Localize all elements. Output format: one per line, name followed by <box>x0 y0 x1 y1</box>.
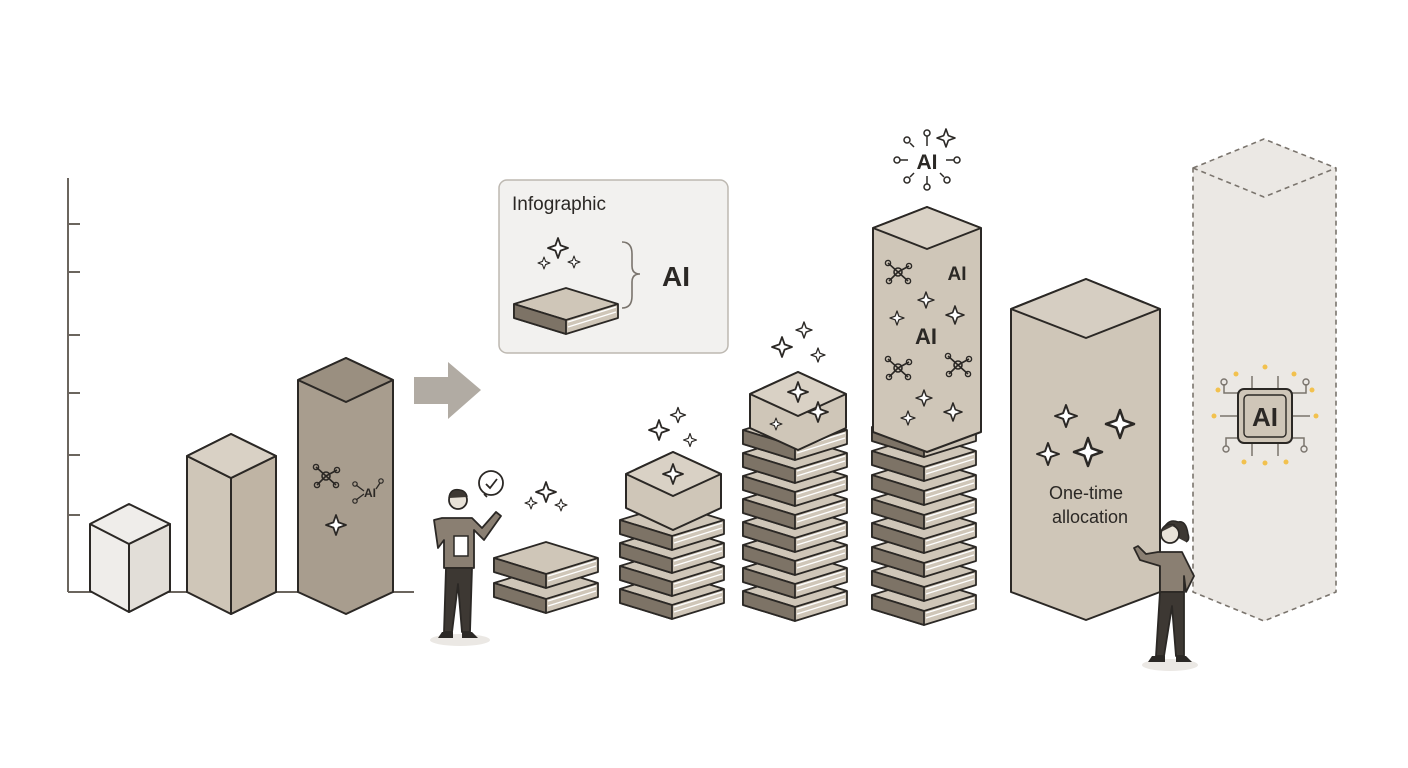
sparkle-icon <box>554 498 568 512</box>
tower-label-line1: One-time <box>1049 483 1123 503</box>
sparkle-icon <box>810 347 826 363</box>
ai-crown-icon: AI <box>893 128 961 191</box>
chip-icon: AI <box>1211 364 1319 466</box>
infographic-legend-box: Infographic AI <box>498 179 729 354</box>
chip-ai-label: AI <box>1252 402 1278 432</box>
stack-2-cube <box>625 451 722 531</box>
ghost-ai-tower: AI <box>1192 138 1337 622</box>
crown-ai-label: AI <box>917 151 938 174</box>
bar-3-ai-badge: AI <box>364 486 376 500</box>
person-woman-icon <box>1133 520 1198 671</box>
legend-ai-label: AI <box>662 261 690 292</box>
book-stack-1 <box>493 541 599 614</box>
sparkle-icon <box>669 406 687 424</box>
sparkle-icon <box>648 419 670 441</box>
bar-3-prism: AI <box>297 357 394 615</box>
stack-3-cube <box>749 371 847 451</box>
ai-tower-block: AI AI <box>872 206 982 453</box>
person-man-icon <box>430 470 504 646</box>
sparkle-icon <box>524 496 538 510</box>
network-icon <box>352 478 384 504</box>
sparkle-icon <box>535 481 557 503</box>
legend-title: Infographic <box>512 194 606 215</box>
sparkle-icon <box>795 321 813 339</box>
arrow-icon <box>414 362 481 419</box>
bar-1-cube <box>89 503 171 613</box>
book-stack-2 <box>619 406 725 620</box>
sparkle-icon <box>682 432 698 448</box>
tower-ai-label-1: AI <box>948 264 967 285</box>
book-stack-4: AI AI AI <box>871 128 982 626</box>
one-time-allocation-tower: One-time allocation <box>1010 278 1161 621</box>
checkmark-icon <box>485 478 498 490</box>
book-stack-3 <box>742 321 848 622</box>
brace-icon <box>621 241 641 309</box>
tower-ai-label-2: AI <box>915 324 937 349</box>
tower-label-line2: allocation <box>1052 507 1128 527</box>
sparkle-icon <box>771 336 793 358</box>
bar-2-prism <box>186 433 277 615</box>
